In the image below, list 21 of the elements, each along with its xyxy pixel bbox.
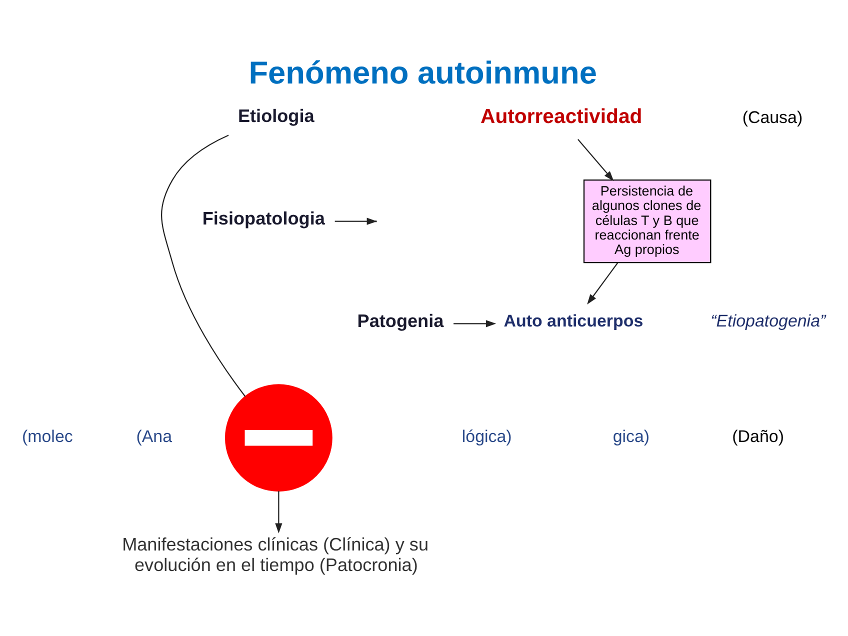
label: gica) bbox=[612, 426, 650, 446]
node-text: Autorreactividad bbox=[480, 106, 642, 128]
node-box: Persistencia de algunos clones de células T y B que reaccionan frente Ag propios bbox=[583, 179, 712, 264]
label: (Daño) bbox=[732, 426, 784, 446]
node-text: Patogenia bbox=[357, 310, 444, 331]
diagram-title: Fenómeno autoinmune bbox=[248, 54, 597, 90]
node-text: Fisiopatologia bbox=[202, 208, 325, 228]
node-text: Etiologia bbox=[238, 106, 314, 126]
node-text: Auto anticuerpos bbox=[504, 311, 644, 330]
arrow bbox=[454, 320, 496, 328]
arrow bbox=[587, 262, 618, 304]
label: (Causa) bbox=[742, 108, 803, 127]
node-circle bbox=[224, 384, 332, 492]
arrow bbox=[275, 491, 282, 534]
label: (molec bbox=[22, 426, 73, 446]
arrow bbox=[578, 139, 614, 182]
node-text: Manifestaciones clínicas (Clínica) y su evolución en el tiempo (Patocronia) bbox=[122, 534, 429, 576]
connector bbox=[161, 134, 246, 397]
label: “Etiopatogenia” bbox=[710, 311, 826, 330]
label: (Ana bbox=[136, 426, 172, 446]
label: lógica) bbox=[462, 426, 512, 446]
